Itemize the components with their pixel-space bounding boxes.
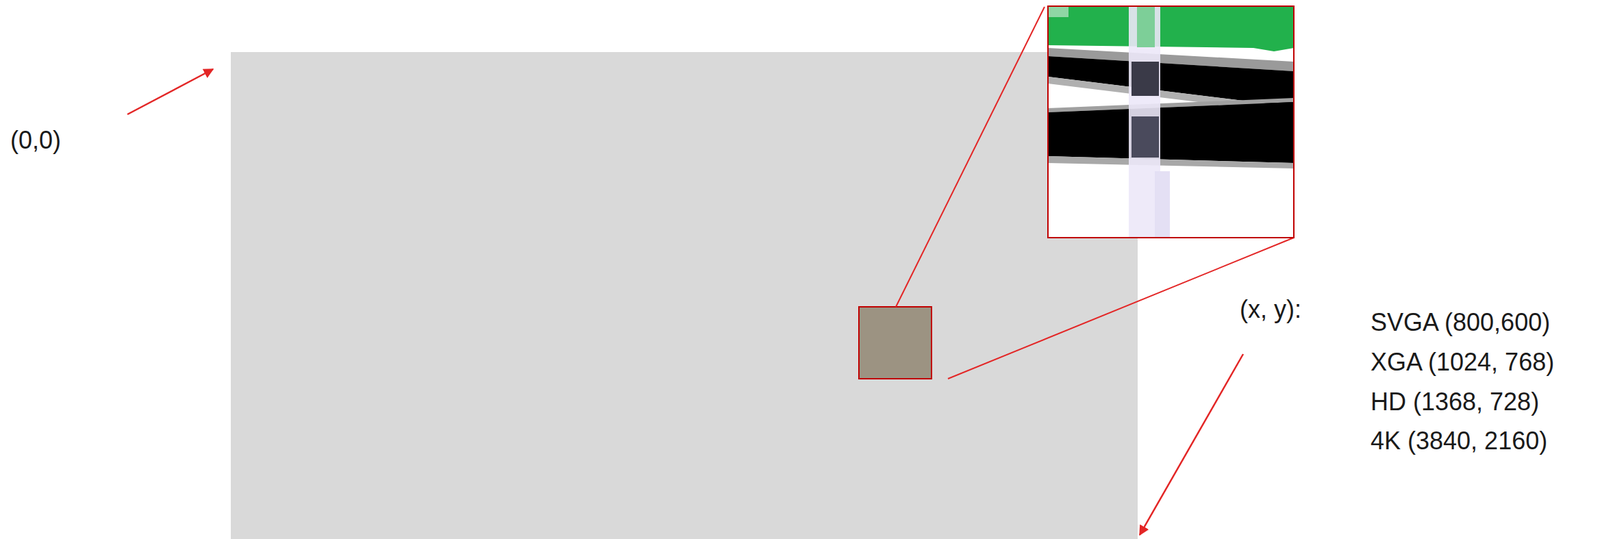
origin-arrow: [127, 69, 214, 115]
corner-arrow: [1139, 354, 1244, 535]
grey-pixels: [1047, 156, 1294, 169]
blend-pixels: [1131, 61, 1159, 96]
zoom-leader-line: [895, 6, 1045, 307]
screen-area: [230, 52, 1138, 539]
resolution-label: XGA (1024, 768): [1370, 347, 1555, 377]
blend-pixels: [1136, 6, 1155, 48]
resolution-label: SVGA (800,600): [1370, 307, 1550, 337]
origin-label: (0,0): [10, 125, 61, 155]
resolution-label: 4K (3840, 2160): [1370, 426, 1548, 456]
lavender-pixels: [1154, 171, 1170, 238]
pixel-region: [858, 306, 932, 379]
green-pixels: [1047, 6, 1294, 52]
zoomed-pixels: [1047, 6, 1294, 238]
blend-pixels: [1131, 116, 1159, 158]
resolution-label: HD (1368, 728): [1370, 386, 1540, 417]
black-pixels: [1047, 102, 1294, 164]
zoom-frame: [1047, 6, 1294, 238]
green-pixels: [1047, 6, 1069, 18]
coordinate-label: (x, y):: [1239, 294, 1302, 324]
pixel-ground: [1047, 6, 1294, 238]
